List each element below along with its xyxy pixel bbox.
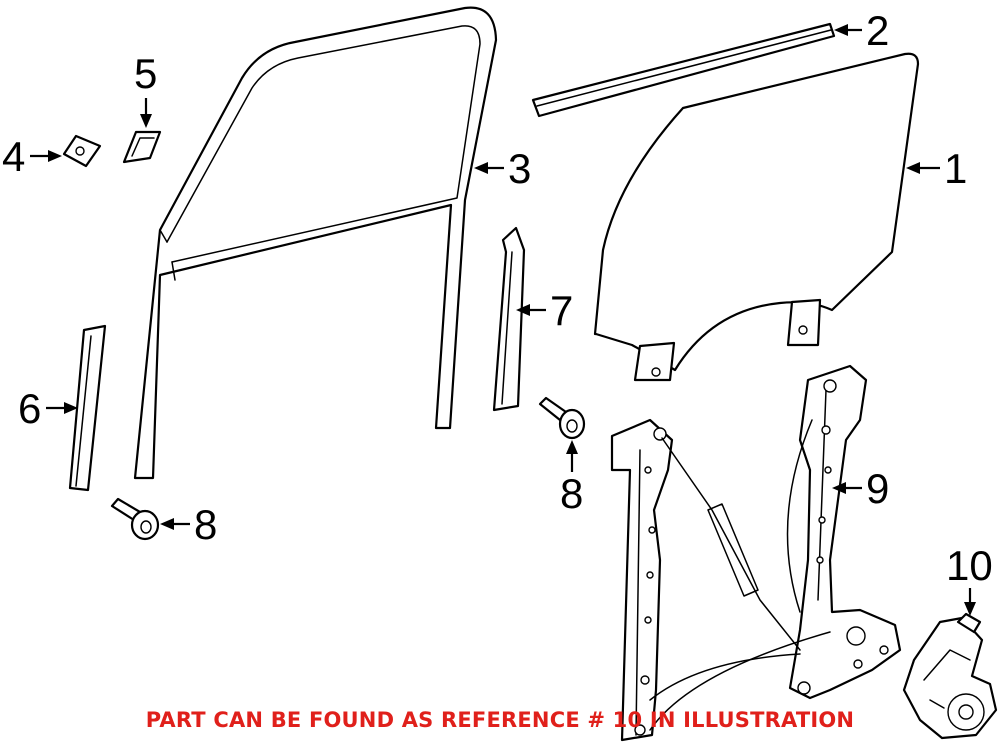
callout-leaders: [30, 24, 976, 616]
part-7-trim-strip: [492, 226, 526, 412]
callout-1: 1: [944, 145, 967, 192]
callout-4: 4: [2, 133, 25, 180]
part-2-beltline-strip: [531, 22, 836, 118]
callout-8-upper: 8: [560, 470, 583, 517]
reference-footer-note: PART CAN BE FOUND AS REFERENCE # 10 IN I…: [145, 708, 855, 732]
part-10-regulator-motor: [902, 612, 998, 740]
part-8-bolt-upper: [538, 396, 586, 440]
callout-9: 9: [866, 465, 889, 512]
part-3-run-channel: [133, 6, 498, 480]
part-1-door-glass: [593, 52, 920, 382]
part-6-trim-strip: [68, 324, 107, 492]
callout-3: 3: [508, 145, 531, 192]
callout-2: 2: [866, 7, 889, 54]
part-9-window-regulator: [610, 364, 902, 742]
callout-8-lower: 8: [194, 501, 217, 548]
callout-10: 10: [946, 542, 993, 589]
part-5-pad: [122, 130, 162, 164]
callout-6: 6: [18, 385, 41, 432]
part-8-bolt-lower: [110, 497, 160, 541]
part-4-clip: [62, 134, 102, 168]
callout-7: 7: [550, 287, 573, 334]
callout-5: 5: [134, 50, 157, 97]
